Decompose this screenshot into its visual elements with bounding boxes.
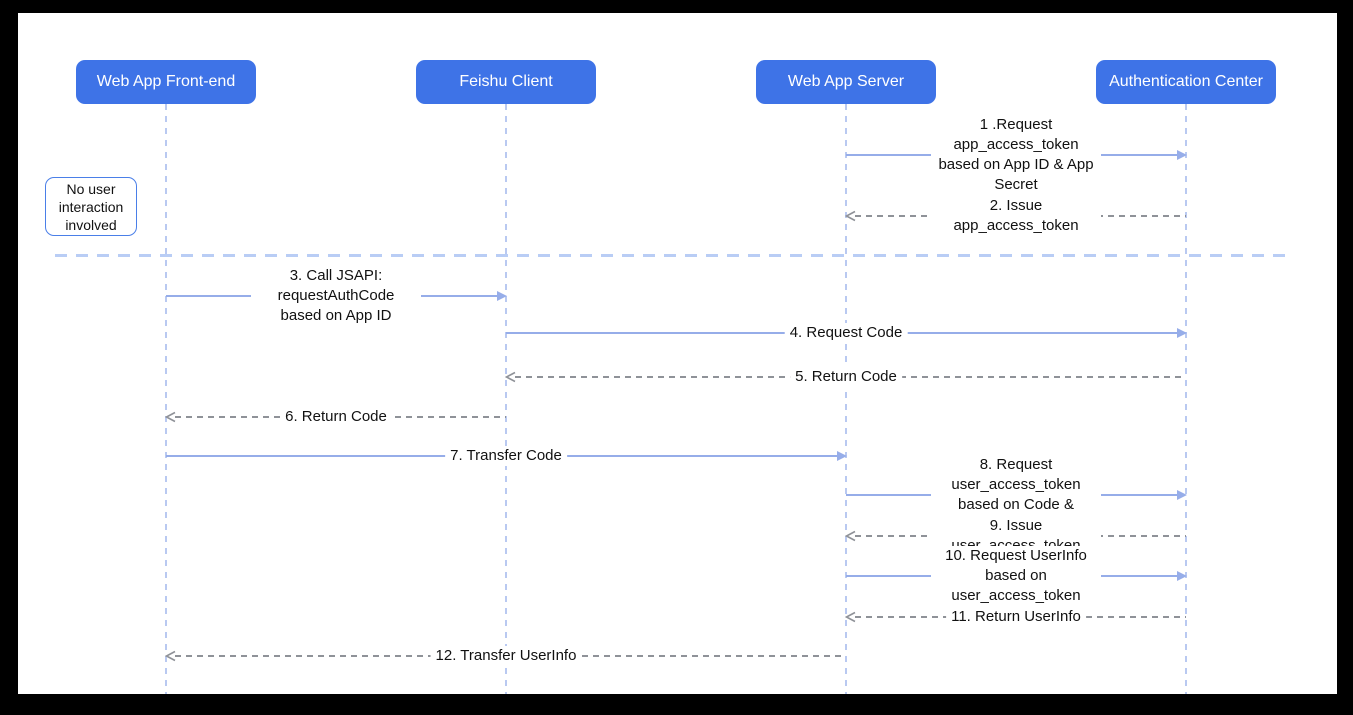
arrow-right-icon xyxy=(837,451,847,461)
arrow-left-open-icon xyxy=(505,371,516,383)
lifeline-web-app-front-end xyxy=(165,104,167,694)
actor-box-web-app-front-end: Web App Front-end xyxy=(76,60,256,104)
lifeline-web-app-server xyxy=(845,104,847,694)
actor-box-authentication-center: Authentication Center xyxy=(1096,60,1276,104)
actor-box-feishu-client: Feishu Client xyxy=(416,60,596,104)
arrow-left-open-icon xyxy=(845,611,856,623)
arrow-right-icon xyxy=(1177,150,1187,160)
message-12-label: 12. Transfer UserInfo xyxy=(430,646,582,666)
message-4-label: 4. Request Code xyxy=(784,323,908,343)
arrow-right-icon xyxy=(497,291,507,301)
arrow-left-open-icon xyxy=(165,650,176,662)
sequence-diagram-panel: Web App Front-end Feishu Client Web App … xyxy=(18,13,1337,694)
message-6-label: 6. Return Code xyxy=(280,407,392,427)
arrow-left-open-icon xyxy=(845,210,856,222)
phase-separator-line xyxy=(55,254,1290,257)
message-5-label: 5. Return Code xyxy=(790,367,902,387)
message-1-label: 1 .Request app_access_token based on App… xyxy=(931,115,1101,195)
message-3-label: 3. Call JSAPI: requestAuthCode based on … xyxy=(251,266,421,326)
arrow-right-icon xyxy=(1177,490,1187,500)
arrow-right-icon xyxy=(1177,328,1187,338)
arrow-left-open-icon xyxy=(845,530,856,542)
message-7-label: 7. Transfer Code xyxy=(445,446,567,466)
arrow-right-icon xyxy=(1177,571,1187,581)
arrow-left-open-icon xyxy=(165,411,176,423)
message-11-label: 11. Return UserInfo xyxy=(946,607,1086,627)
message-10-label: 10. Request UserInfo based on user_acces… xyxy=(931,546,1101,606)
message-2-label: 2. Issue app_access_token xyxy=(931,196,1101,236)
note-no-user-interaction: No user interaction involved xyxy=(45,177,137,236)
lifeline-authentication-center xyxy=(1185,104,1187,694)
lifeline-feishu-client xyxy=(505,104,507,694)
actor-box-web-app-server: Web App Server xyxy=(756,60,936,104)
